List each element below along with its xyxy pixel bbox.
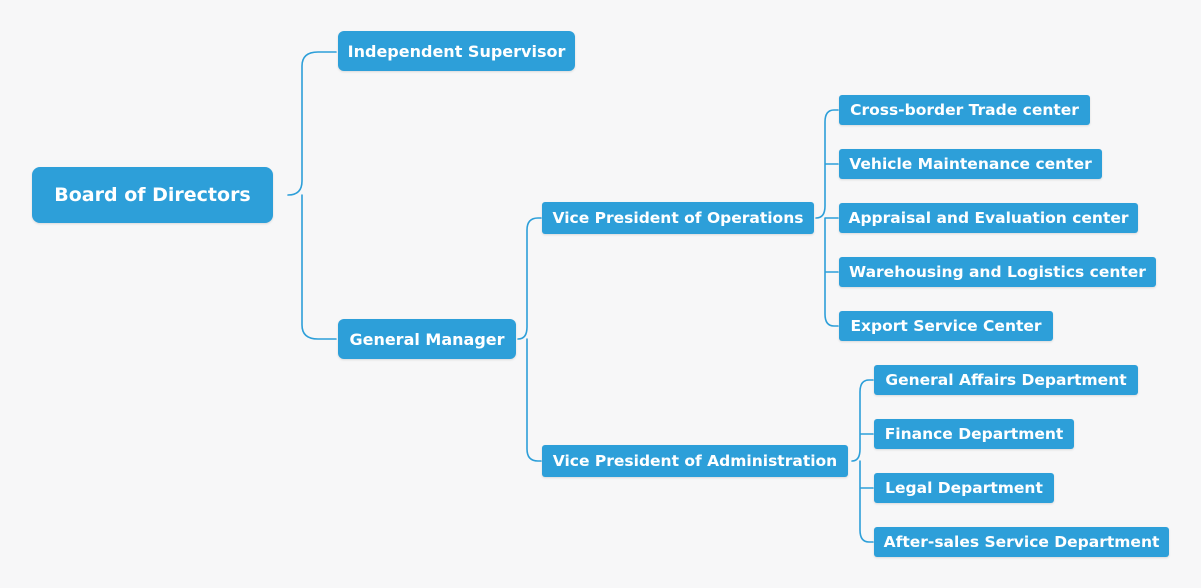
node-general-manager: General Manager xyxy=(338,319,516,359)
connector-root-to-level1 xyxy=(287,51,337,340)
connector-ops-to-centers xyxy=(815,109,839,327)
node-center-cross-border-trade: Cross-border Trade center xyxy=(839,95,1090,125)
node-vp-administration: Vice President of Administration xyxy=(542,445,848,477)
node-dept-finance: Finance Department xyxy=(874,419,1074,449)
connector-admin-to-departments xyxy=(851,379,874,543)
node-dept-general-affairs: General Affairs Department xyxy=(874,365,1138,395)
node-dept-after-sales-service: After-sales Service Department xyxy=(874,527,1169,557)
node-board-of-directors: Board of Directors xyxy=(32,167,273,223)
node-center-warehousing-logistics: Warehousing and Logistics center xyxy=(839,257,1156,287)
node-center-export-service: Export Service Center xyxy=(839,311,1053,341)
node-center-appraisal-evaluation: Appraisal and Evaluation center xyxy=(839,203,1138,233)
connector-gm-to-vps xyxy=(517,217,542,462)
node-center-vehicle-maintenance: Vehicle Maintenance center xyxy=(839,149,1102,179)
node-vp-operations: Vice President of Operations xyxy=(542,202,814,234)
node-dept-legal: Legal Department xyxy=(874,473,1054,503)
node-independent-supervisor: Independent Supervisor xyxy=(338,31,575,71)
